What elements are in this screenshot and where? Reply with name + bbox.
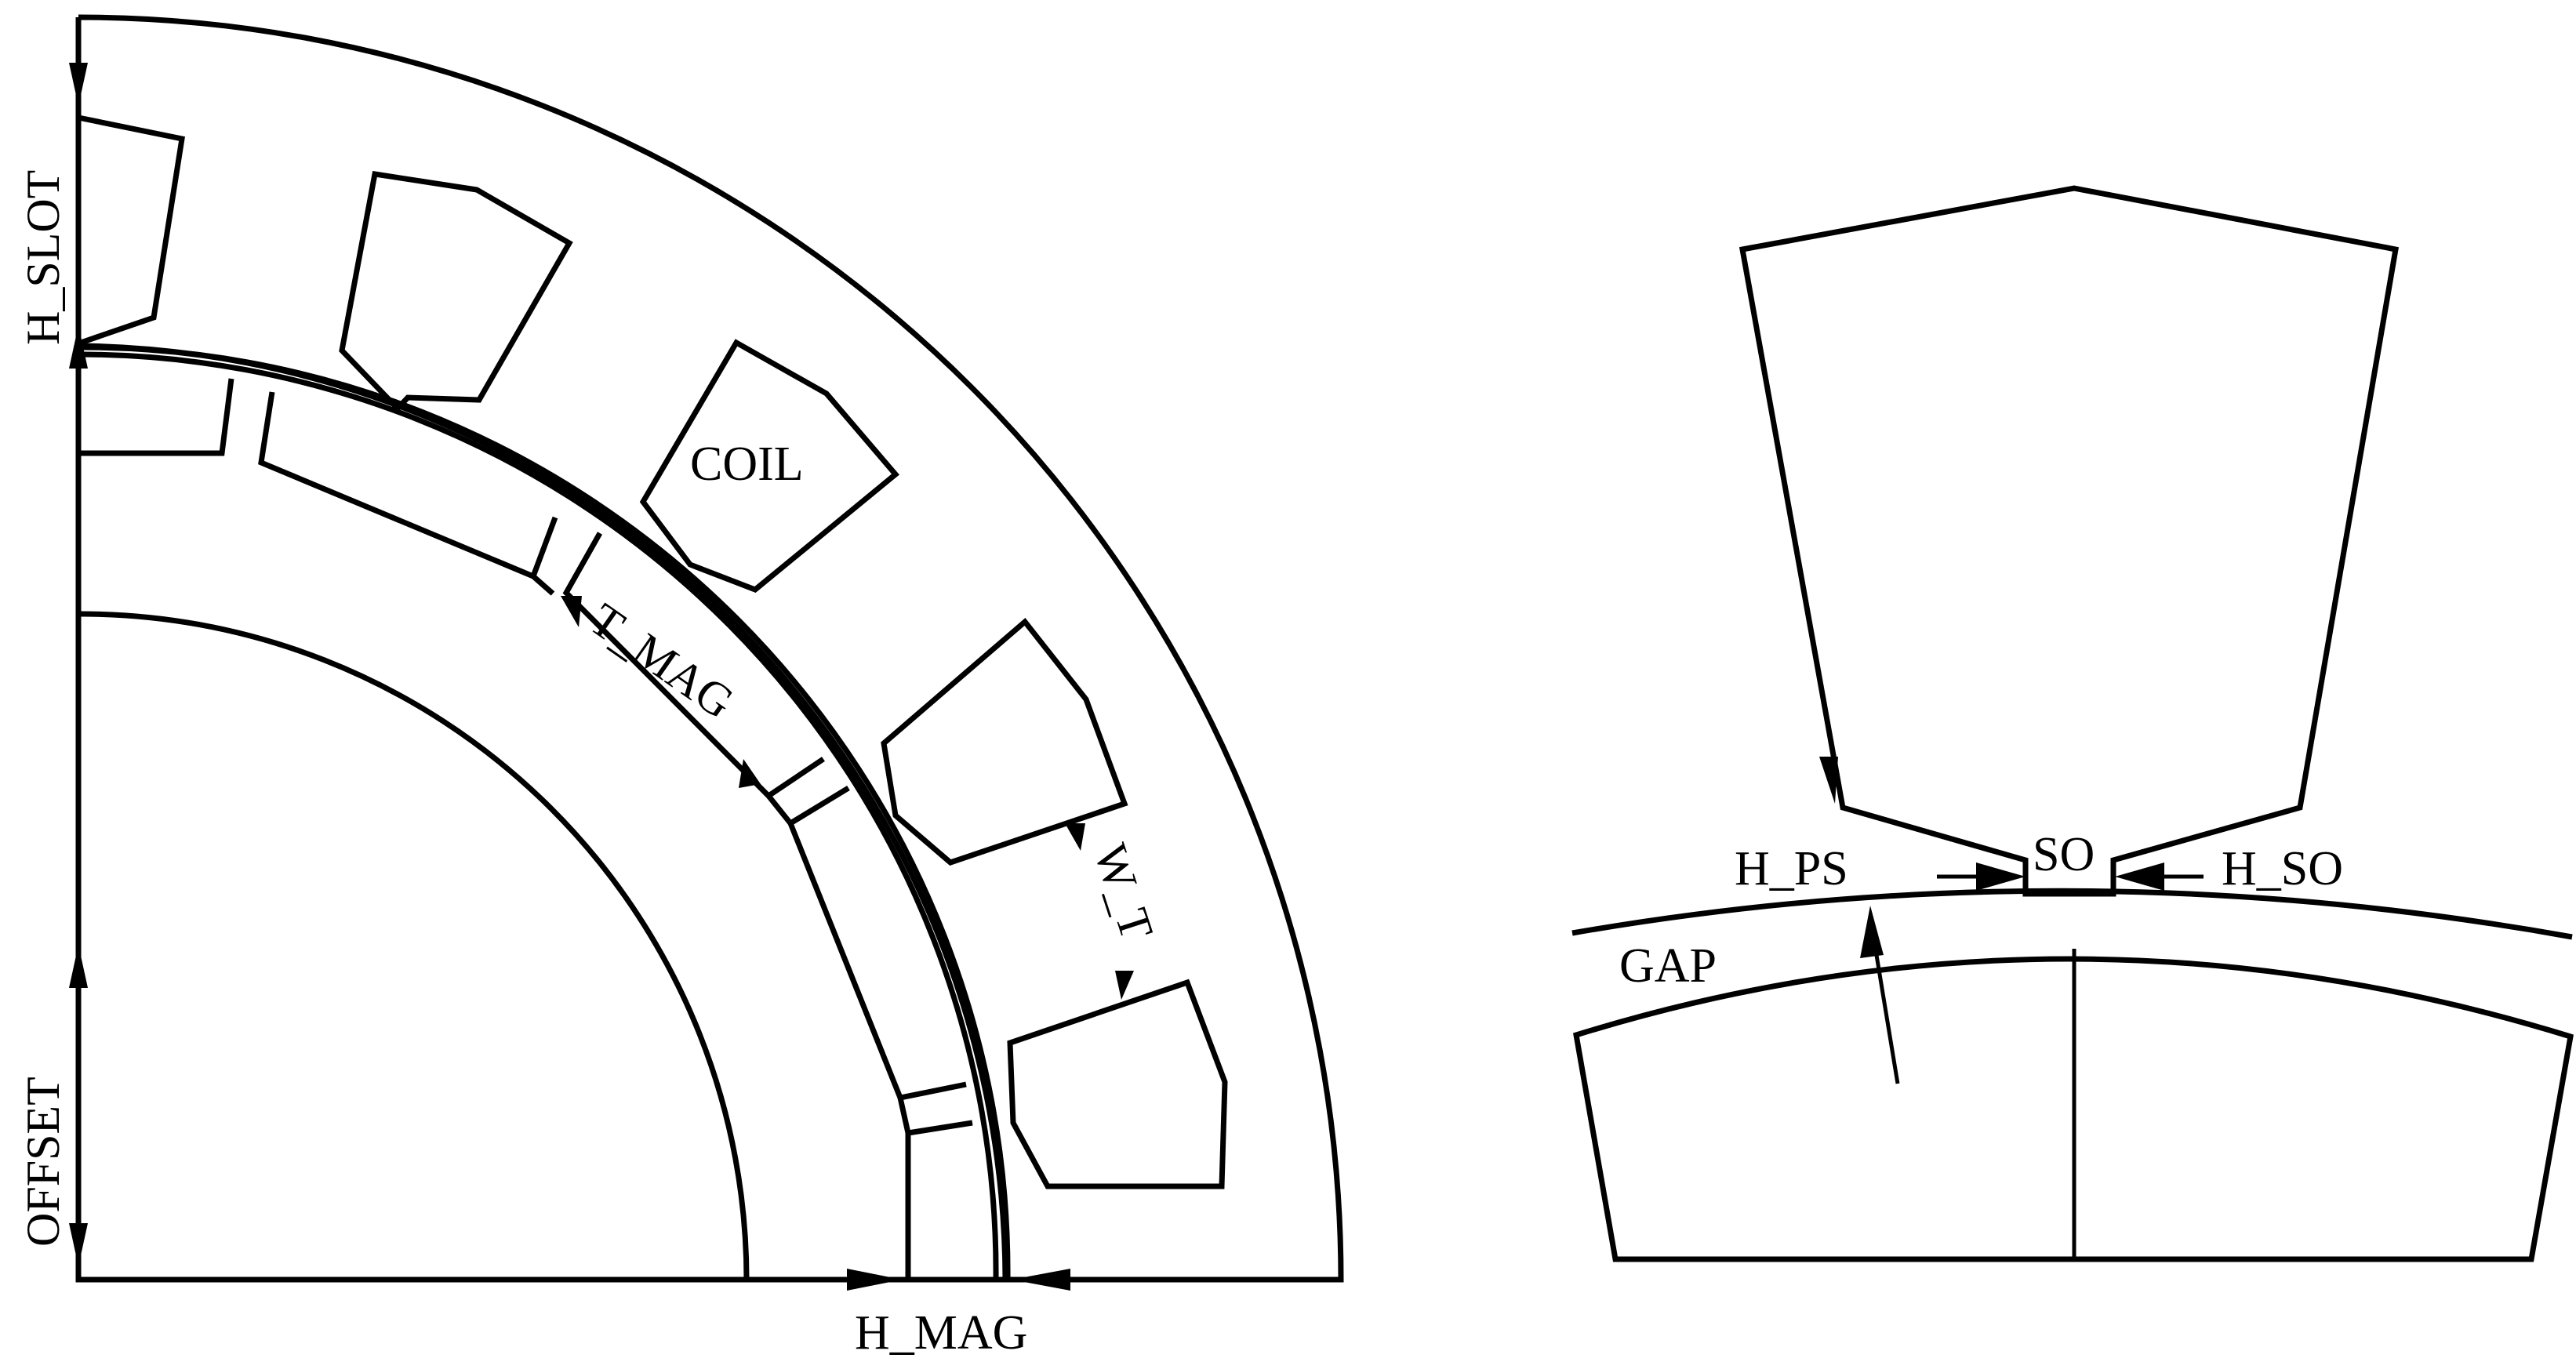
magnet-segment xyxy=(530,516,825,800)
stator-outer-boundary xyxy=(75,14,1344,1283)
h-mag-label: H_MAG xyxy=(855,1306,1027,1360)
magnet-segment xyxy=(78,378,555,596)
stator-slot xyxy=(339,171,573,413)
stator-slot xyxy=(881,617,1128,866)
shaft-arc xyxy=(78,611,750,1280)
h-so-label: H_SO xyxy=(2222,842,2343,895)
dimension-h-mag xyxy=(847,1269,1070,1291)
rotor-surface-arc xyxy=(78,351,999,1280)
dimension-t-mag xyxy=(561,596,761,788)
dimension-offset xyxy=(69,945,88,1266)
magnet-segment xyxy=(897,1097,973,1280)
quarter-motor-section: H_SLOT OFFSET H_MAG T_MAG W_T COIL xyxy=(17,14,1344,1360)
h-slot-label: H_SLOT xyxy=(17,170,69,345)
offset-label: OFFSET xyxy=(17,1077,69,1247)
detail-slot-body xyxy=(1739,185,2400,897)
dimension-h-slot xyxy=(69,17,88,369)
magnet-segment xyxy=(766,786,967,1102)
detail-rotor-block xyxy=(1573,956,2574,1262)
stator-slot xyxy=(77,114,185,347)
dimension-h-ps xyxy=(1937,862,2026,891)
stator-slot xyxy=(1007,979,1228,1189)
detail-slot-arrow xyxy=(1819,757,1838,804)
rotor-outer-arc xyxy=(78,344,1011,1280)
dimension-h-so xyxy=(2115,862,2204,891)
h-ps-label: H_PS xyxy=(1735,842,1848,895)
w-t-label: W_T xyxy=(1085,838,1164,946)
stator-bore-arc xyxy=(78,343,1008,1280)
so-label: SO xyxy=(2033,828,2095,881)
dimension-w-t xyxy=(1065,823,1134,1000)
stator-slot-coil xyxy=(639,339,899,593)
detail-bore-arc xyxy=(1571,888,2573,940)
slot-detail: H_PS SO H_SO GAP xyxy=(1571,185,2574,1262)
gap-label: GAP xyxy=(1619,939,1717,993)
coil-label: COIL xyxy=(690,438,804,491)
dimension-gap xyxy=(1860,906,1900,1084)
